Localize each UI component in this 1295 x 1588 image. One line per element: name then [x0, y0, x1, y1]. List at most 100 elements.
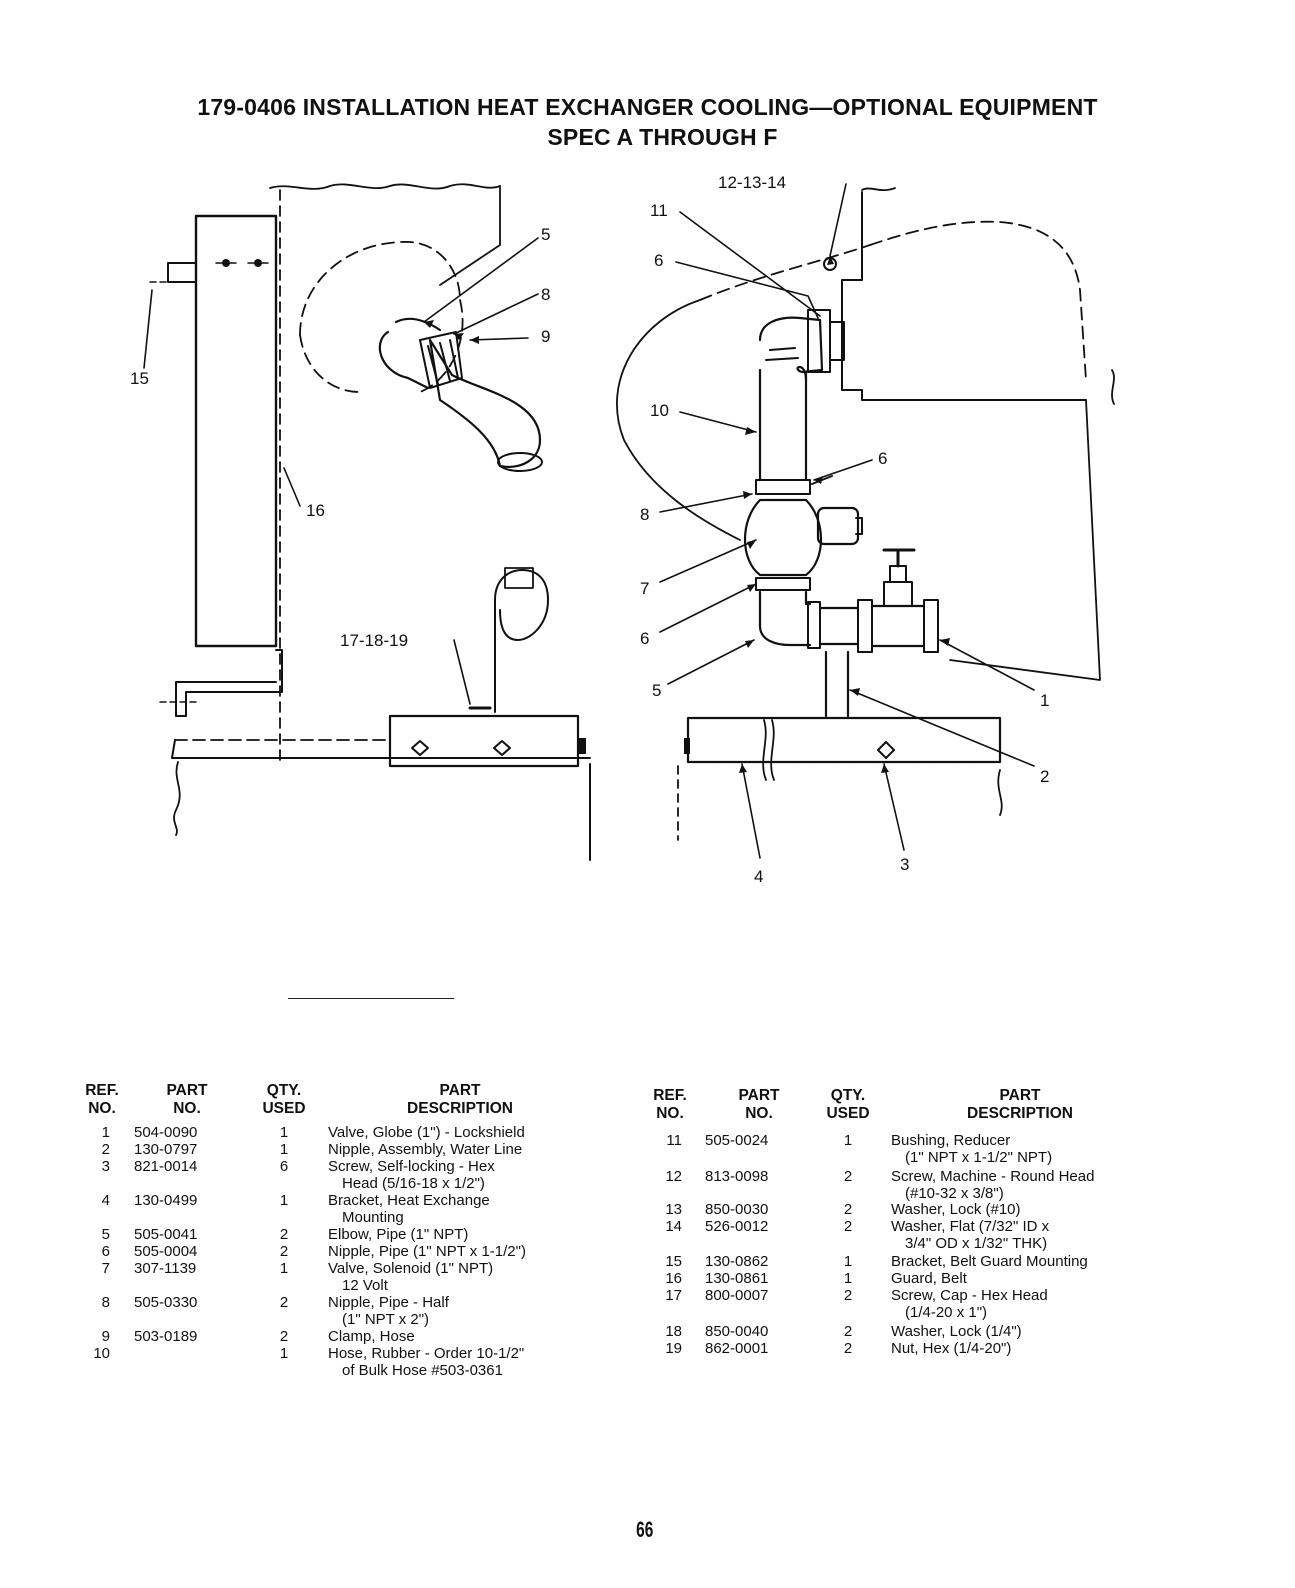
- part-description: Washer, Flat (7/32" ID x: [891, 1218, 1050, 1235]
- ref-no: 2: [101, 1141, 110, 1158]
- ref-no: 7: [101, 1260, 110, 1277]
- part-description: Valve, Solenoid (1" NPT): [328, 1260, 494, 1277]
- page-title: 179-0406 INSTALLATION HEAT EXCHANGER COO…: [197, 94, 1098, 120]
- part-description: Mounting: [342, 1209, 404, 1226]
- callout-10: 10: [650, 401, 669, 420]
- part-description: Nipple, Pipe - Half: [328, 1294, 449, 1311]
- part-description: (#10-32 x 3/8"): [905, 1185, 1004, 1202]
- part-description: Screw, Self-locking - Hex: [328, 1158, 495, 1175]
- callout-5-right: 5: [652, 681, 661, 700]
- qty-used: 1: [279, 1345, 289, 1362]
- left-view: [149, 183, 591, 861]
- part-no: 505-0024: [705, 1132, 769, 1149]
- part-no: 130-0797: [134, 1141, 198, 1158]
- part-no: 130-0861: [705, 1270, 769, 1287]
- qty-used: 1: [843, 1270, 853, 1287]
- qty-used: 6: [279, 1158, 289, 1175]
- header-ref: REF.NO.: [653, 1087, 687, 1122]
- separator-rule: [288, 998, 454, 999]
- qty-used: 2: [843, 1323, 853, 1340]
- callout-6-top: 6: [654, 251, 663, 270]
- ref-no: 4: [101, 1192, 110, 1209]
- right-view: [616, 187, 1115, 841]
- callout-11: 11: [650, 201, 668, 220]
- part-description: Guard, Belt: [891, 1270, 967, 1287]
- ref-no: 3: [101, 1158, 110, 1175]
- qty-used: 2: [843, 1340, 853, 1357]
- part-no: 505-0004: [134, 1243, 198, 1260]
- qty-used: 2: [279, 1226, 289, 1243]
- qty-used: 2: [843, 1168, 853, 1185]
- callout-8-left: 8: [541, 285, 550, 304]
- part-no: 307-1139: [134, 1260, 197, 1277]
- part-no: 850-0030: [705, 1201, 769, 1218]
- part-no: 505-0330: [134, 1294, 198, 1311]
- part-description: Bracket, Heat Exchange: [328, 1192, 490, 1209]
- part-description: Washer, Lock (1/4"): [891, 1323, 1022, 1340]
- page-number: 66: [636, 1517, 654, 1542]
- ref-no: 5: [101, 1226, 110, 1243]
- part-description: of Bulk Hose #503-0361: [342, 1362, 503, 1379]
- part-no: 130-0862: [705, 1253, 769, 1270]
- header-qty: QTY.USED: [262, 1082, 306, 1117]
- installation-diagram: 5 8 9 15 16 17-18-19 12-13-14 11 6 10 6 …: [130, 173, 1115, 886]
- qty-used: 1: [279, 1260, 289, 1277]
- part-no: 526-0012: [705, 1218, 769, 1235]
- part-description: 3/4" OD x 1/32" THK): [905, 1235, 1048, 1252]
- header-ref: REF.NO.: [85, 1082, 119, 1117]
- qty-used: 2: [279, 1328, 289, 1345]
- part-no: 130-0499: [134, 1192, 198, 1209]
- part-description: Bushing, Reducer: [891, 1132, 1011, 1149]
- part-description: Bracket, Belt Guard Mounting: [891, 1253, 1088, 1270]
- part-description: Clamp, Hose: [328, 1328, 415, 1345]
- ref-no: 11: [666, 1132, 682, 1149]
- part-no: 862-0001: [705, 1340, 769, 1357]
- callout-6-low: 6: [640, 629, 649, 648]
- callout-labels: 5 8 9 15 16 17-18-19 12-13-14 11 6 10 6 …: [130, 173, 1049, 886]
- callout-1: 1: [1040, 691, 1049, 710]
- callout-17-18-19: 17-18-19: [340, 631, 408, 650]
- callout-5-left: 5: [541, 225, 550, 244]
- qty-used: 2: [279, 1294, 289, 1311]
- qty-used: 2: [843, 1201, 853, 1218]
- qty-used: 1: [843, 1253, 853, 1270]
- part-description: Nipple, Assembly, Water Line: [328, 1141, 523, 1158]
- ref-no: 12: [665, 1168, 682, 1185]
- callout-4: 4: [754, 867, 763, 886]
- header-qty: QTY.USED: [826, 1087, 870, 1122]
- callout-6-mid: 6: [878, 449, 887, 468]
- ref-no: 13: [665, 1201, 682, 1218]
- part-no: 850-0040: [705, 1323, 769, 1340]
- part-description: Screw, Machine - Round Head: [891, 1168, 1095, 1185]
- qty-used: 1: [843, 1132, 853, 1149]
- part-no: 504-0090: [134, 1124, 198, 1141]
- ref-no: 1: [101, 1124, 110, 1141]
- part-no: 800-0007: [705, 1287, 769, 1304]
- callout-2: 2: [1040, 767, 1049, 786]
- callout-16: 16: [306, 501, 325, 520]
- qty-used: 2: [843, 1287, 853, 1304]
- part-description: 12 Volt: [342, 1277, 388, 1294]
- ref-no: 15: [665, 1253, 682, 1270]
- qty-used: 1: [279, 1141, 289, 1158]
- callout-7: 7: [640, 579, 649, 598]
- part-no: 821-0014: [134, 1158, 198, 1175]
- part-description: Valve, Globe (1") - Lockshield: [328, 1124, 525, 1141]
- ref-no: 8: [101, 1294, 110, 1311]
- ref-no: 18: [665, 1323, 682, 1340]
- part-no: 813-0098: [705, 1168, 769, 1185]
- part-description: Nipple, Pipe (1" NPT x 1-1/2"): [328, 1243, 526, 1260]
- part-description: Washer, Lock (#10): [891, 1201, 1021, 1218]
- part-description: Nut, Hex (1/4-20"): [891, 1340, 1012, 1357]
- qty-used: 2: [279, 1243, 289, 1260]
- callout-9: 9: [541, 327, 550, 346]
- part-description: Head (5/16-18 x 1/2"): [342, 1175, 485, 1192]
- ref-no: 16: [665, 1270, 682, 1287]
- page-subtitle: SPEC A THROUGH F: [547, 124, 778, 150]
- ref-no: 10: [93, 1345, 110, 1362]
